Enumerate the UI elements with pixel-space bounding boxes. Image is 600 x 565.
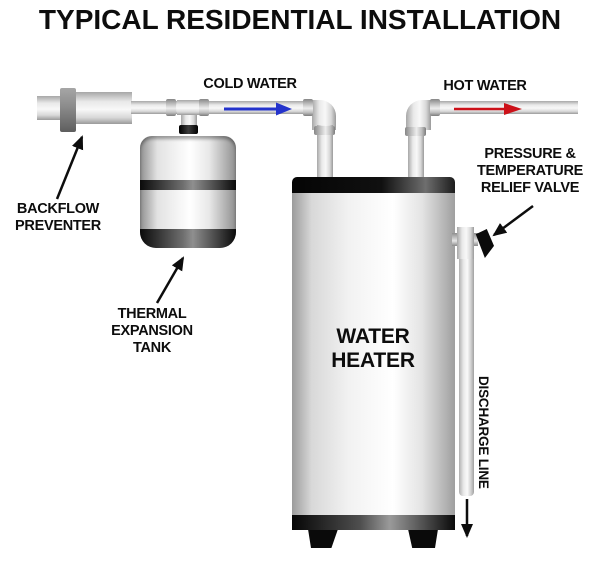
pipe-coupling: [303, 99, 313, 116]
expansion-tank-bottom-band: [140, 229, 236, 248]
backflow-preventer-label: BACKFLOW PREVENTER: [15, 201, 101, 235]
water-heater-top-band: [292, 177, 455, 193]
relief-valve-body: [457, 227, 474, 259]
hot-water-label: HOT WATER: [443, 78, 527, 94]
pipe-coupling: [430, 99, 440, 116]
backflow-preventer-leader-arrow: [55, 135, 84, 200]
water-heater-leg: [408, 529, 438, 548]
backflow-preventer-body: [76, 92, 132, 124]
hot-water-elbow: [406, 100, 431, 130]
expansion-tank-nipple: [179, 125, 198, 134]
cold-water-drop-pipe: [317, 125, 333, 180]
water-heater-bottom-band: [292, 515, 455, 530]
cold-water-pipe: [131, 101, 313, 114]
water-heater-label: WATER HEATER: [331, 325, 415, 372]
pipe-coupling: [314, 126, 335, 135]
tee-fitting: [177, 100, 200, 115]
pipe-coupling: [166, 99, 176, 116]
relief-valve-label: PRESSURE & TEMPERATURE RELIEF VALVE: [477, 146, 583, 197]
hot-water-pipe: [438, 101, 578, 114]
relief-valve-leader-arrow: [492, 204, 534, 237]
expansion-tank-leader-arrow: [155, 256, 185, 304]
tee-drop-pipe: [181, 112, 197, 127]
backflow-preventer-flange: [60, 88, 76, 132]
thermal-expansion-tank-label: THERMAL EXPANSION TANK: [111, 306, 193, 357]
discharge-line-pipe: [459, 252, 474, 496]
pipe-coupling: [199, 99, 209, 116]
water-heater-body: [292, 193, 455, 515]
hot-water-riser-pipe: [408, 125, 424, 180]
cold-water-label: COLD WATER: [203, 76, 297, 92]
pipe-coupling: [405, 127, 426, 136]
diagram-title: TYPICAL RESIDENTIAL INSTALLATION: [38, 4, 562, 35]
water-heater-leg: [308, 529, 338, 548]
discharge-line-label: DISCHARGE LINE: [476, 376, 491, 489]
expansion-tank-band: [140, 180, 236, 190]
